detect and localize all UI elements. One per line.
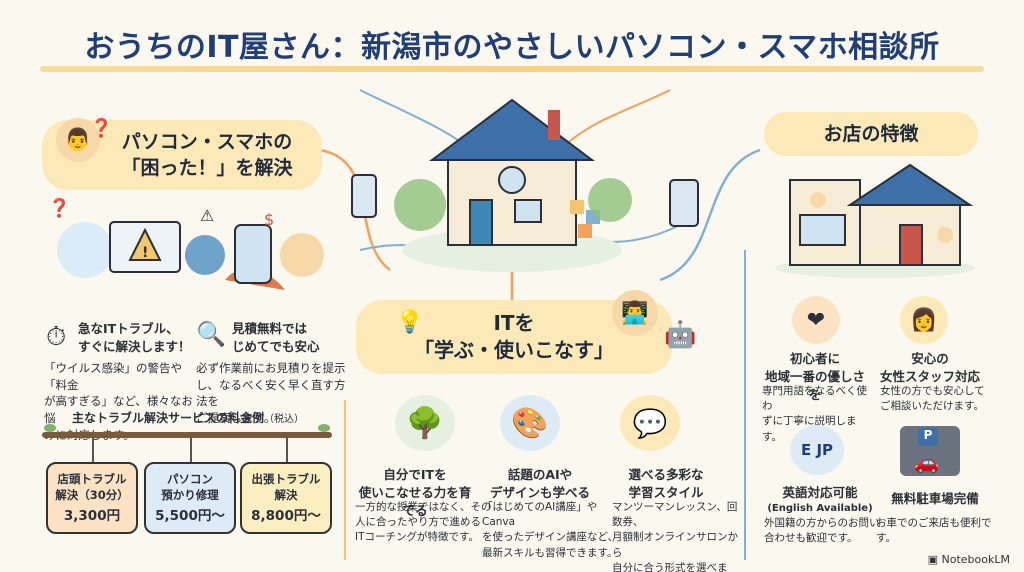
female-staff-desc: 女性の方でも安心して ご相談いただけます。	[880, 385, 985, 413]
learn-self-title: 自分でITを 使いこなせる力を育てる	[358, 467, 472, 519]
feature-free-estimate-title: 見積無料では じめてでも安心	[232, 321, 320, 355]
english-support-desc: 外国籍の方からのお問い 合わせも歓迎です。	[764, 517, 880, 545]
learner-avatar-icon: 👨‍💻	[612, 290, 658, 336]
price-tag-visit: 出張トラブル 解決 8,800円〜	[240, 462, 332, 534]
parking-lot-icon: P 🚗	[900, 426, 960, 476]
tree-growth-icon: 🌳	[395, 395, 455, 451]
question-icon: ❓	[48, 198, 71, 219]
middle-heading-line2: 「学ぶ・使いこなす」	[414, 338, 614, 362]
trouble-illustration: !	[57, 221, 324, 290]
learn-style-title: 選べる多彩な 学習スタイル	[628, 467, 704, 501]
left-heading-line1: パソコン・スマホの	[121, 131, 293, 153]
free-parking-desc: お車でのご来店も便利です。	[876, 517, 992, 545]
beginner-friendly-desc: 専門用語をなるべく使わ ずに丁寧に説明します。	[762, 385, 867, 443]
feature-quick-fix-title: 急なITトラブル、 すぐに解決します！	[78, 321, 191, 355]
price-heading: 主なトラブル解決サービスの料金例（税込）	[72, 411, 305, 425]
clock-icon: ⏱	[46, 322, 67, 352]
leaf-decoration	[44, 424, 56, 432]
price-tag-repair: パソコン 預かり修理 5,500円〜	[144, 462, 236, 534]
learn-self-desc: 一方的な授業ではなく、その 人に合ったやり方で進める ITコーチングが特徴です。	[355, 501, 492, 544]
smartphone-icon	[351, 174, 377, 218]
palette-brain-icon: 🎨	[500, 395, 560, 451]
svg-text:!: !	[142, 245, 148, 261]
magnifier-icon: 🔍	[196, 320, 226, 348]
learn-style-desc: マンツーマンレッスン、回数券、 月額制オンラインサロンから 自分に合う形式を選べ…	[612, 501, 738, 572]
feature-free-estimate-desc: 必ず作業前にお見積りを提示 し、なるべく安く早く直す方法を ご提案します。	[196, 361, 346, 426]
english-support-title: 英語対応可能 (English Available)	[767, 485, 873, 515]
beginner-friendly-title: 初心者に 地域一番の優しさを	[764, 351, 865, 403]
free-parking-title: 無料駐車場完備	[891, 491, 979, 506]
middle-heading-line1: ITを	[493, 311, 535, 335]
staff-avatar-icon: 👨	[56, 118, 100, 162]
speech-bubble-icon: E JP	[790, 425, 844, 475]
left-heading-line2: 「困った！」を解決	[121, 156, 293, 179]
leaf-decoration	[318, 424, 330, 432]
heart-hand-icon: ❤	[792, 296, 840, 344]
branch-decoration	[42, 432, 332, 438]
shop-house-icon	[775, 163, 975, 278]
female-staff-title: 安心の 女性スタッフ対応	[879, 351, 980, 385]
tablet-icon	[669, 179, 699, 227]
price-tag-in-store: 店頭トラブル 解決（30分） 3,300円	[46, 462, 138, 534]
woman-icon: 👩	[900, 296, 948, 344]
question-icon: ❓	[90, 118, 113, 139]
online-lesson-icon: 💬	[620, 395, 680, 451]
notebooklm-logo: ▣ NotebookLM	[927, 553, 1010, 566]
lightbulb-icon: 💡	[396, 310, 424, 335]
title-underline	[40, 66, 984, 72]
feature-quick-fix-desc: 「ウイルス感染」の警告や「料金 が高すぎる」など、様々なお悩 みに対応します。	[44, 361, 193, 442]
warning-icon: ⚠	[200, 206, 215, 225]
learn-ai-desc: 「はじめてのAI講座」やCanva を使ったデザイン講座など、 最新スキルも習得…	[482, 501, 618, 559]
dollar-icon: $	[264, 210, 275, 229]
robot-icon: 🤖	[664, 320, 697, 350]
page-title: おうちのIT屋さん：新潟市のやさしいパソコン・スマホ相談所	[84, 30, 940, 65]
learn-ai-title: 話題のAIや デザインも学べる	[489, 467, 590, 501]
right-section-heading: お店の特徴	[764, 112, 978, 156]
central-house-icon	[394, 98, 632, 272]
car-icon: 🚗	[914, 450, 939, 474]
